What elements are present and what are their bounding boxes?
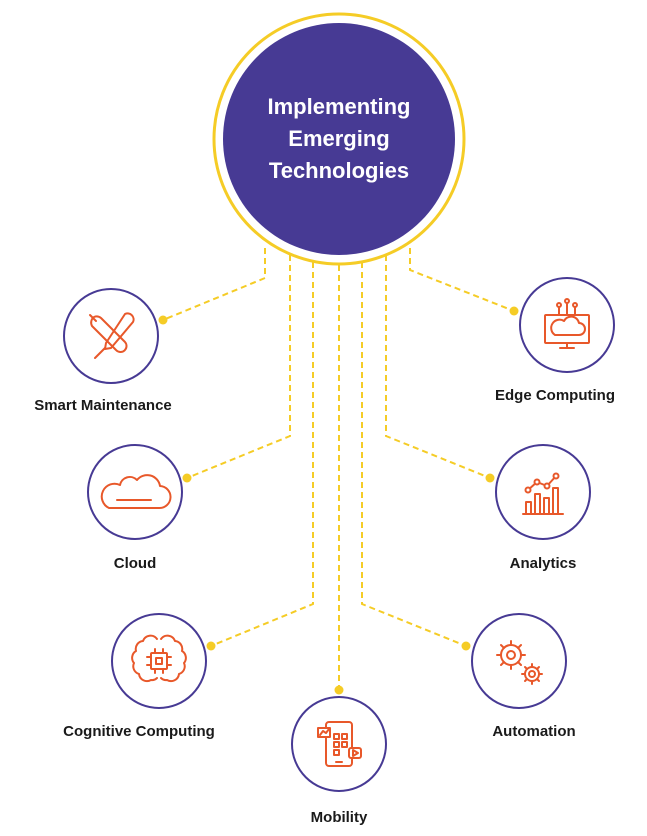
node-mobility: Mobility	[291, 696, 387, 826]
node-automation: Automation	[471, 613, 576, 740]
bar-chart-icon	[522, 472, 564, 515]
dot-mobility	[334, 685, 344, 695]
connector-smart-maintenance	[162, 248, 266, 321]
dot-cloud	[182, 473, 192, 483]
connector-dots	[158, 306, 519, 695]
dot-automation	[461, 641, 471, 651]
connector-automation	[361, 262, 467, 647]
gears-icon	[496, 640, 543, 685]
node-ring	[519, 277, 615, 373]
hub-title-line-1: Implementing	[267, 94, 410, 119]
dot-smart-maintenance	[158, 315, 168, 325]
node-ring	[495, 444, 591, 540]
connector-cloud	[186, 255, 291, 479]
connector-edge-computing	[409, 248, 515, 312]
node-label: Analytics	[510, 555, 577, 572]
brain-chip-icon	[131, 634, 187, 683]
node-ring	[111, 613, 207, 709]
node-cognitive-computing: Cognitive Computing	[63, 613, 215, 740]
dot-edge-computing	[509, 306, 519, 316]
mobile-apps-icon	[317, 721, 362, 767]
node-ring	[87, 444, 183, 540]
node-edge-computing: Edge Computing	[495, 277, 615, 404]
node-cloud: Cloud	[87, 444, 183, 572]
node-smart-maintenance: Smart Maintenance	[34, 288, 172, 414]
wrench-screwdriver-icon	[89, 312, 135, 359]
dot-cognitive-computing	[206, 641, 216, 651]
node-label: Smart Maintenance	[34, 397, 172, 414]
cloud-monitor-icon	[544, 298, 590, 349]
cloud-icon	[100, 474, 172, 510]
connector-cognitive-computing	[210, 262, 314, 647]
node-label: Mobility	[311, 809, 368, 826]
hub-circle	[223, 23, 455, 255]
connectors	[162, 248, 515, 690]
connector-analytics	[385, 255, 491, 479]
node-label: Cognitive Computing	[63, 723, 215, 740]
hub-title-line-2: Emerging	[288, 126, 389, 151]
node-label: Cloud	[114, 555, 157, 572]
hub: Implementing Emerging Technologies	[212, 12, 466, 266]
node-analytics: Analytics	[495, 444, 591, 572]
node-label: Edge Computing	[495, 387, 615, 404]
hub-title-line-3: Technologies	[269, 158, 409, 183]
node-label: Automation	[492, 723, 575, 740]
dot-analytics	[485, 473, 495, 483]
